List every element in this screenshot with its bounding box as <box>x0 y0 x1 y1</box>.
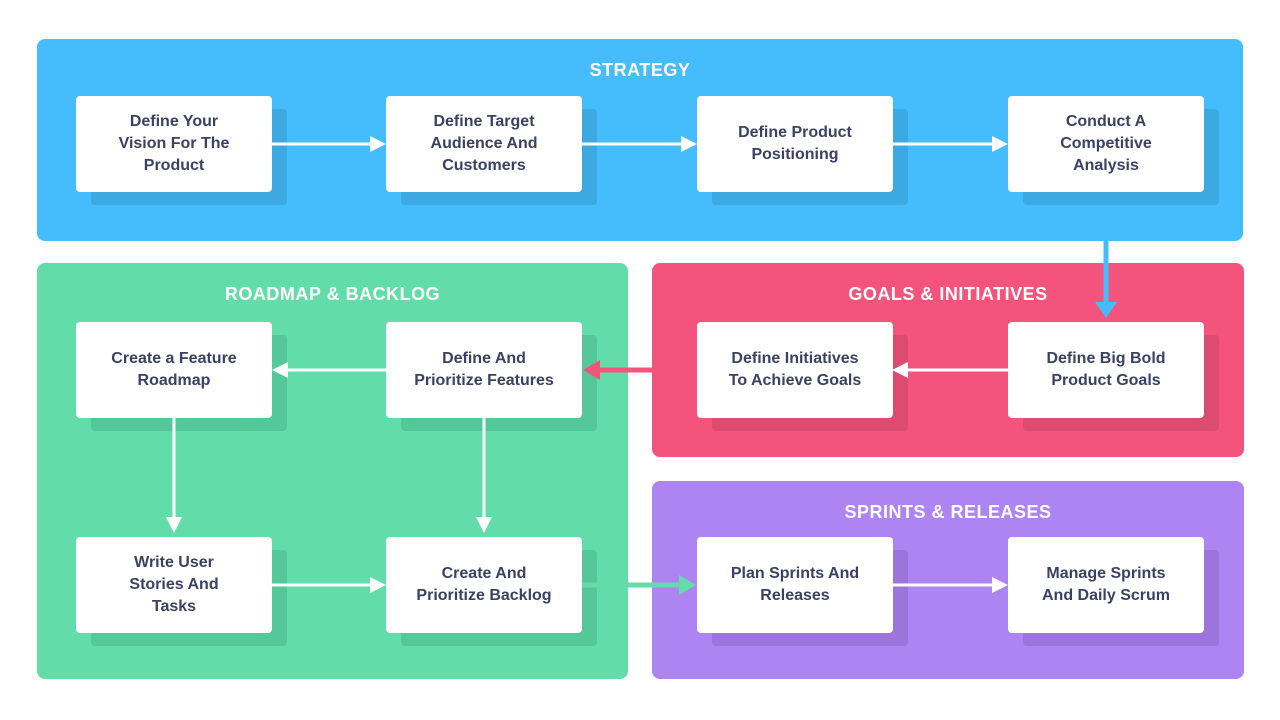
node-big-bold-goals: Define Big Bold Product Goals <box>1008 322 1204 418</box>
node-user-stories: Write User Stories And Tasks <box>76 537 272 633</box>
node-plan-sprints: Plan Sprints And Releases <box>697 537 893 633</box>
node-define-positioning: Define Product Positioning <box>697 96 893 192</box>
node-define-audience-label: Define Target Audience And Customers <box>430 113 538 174</box>
node-define-initiatives: Define Initiatives To Achieve Goals <box>697 322 893 418</box>
node-competitive-analysis: Conduct A Competitive Analysis <box>1008 96 1204 192</box>
node-prioritize-features: Define And Prioritize Features <box>386 322 582 418</box>
node-feature-roadmap-label: Create a Feature Roadmap <box>111 350 237 389</box>
node-prioritize-features-label: Define And Prioritize Features <box>414 350 554 389</box>
node-user-stories-label: Write User Stories And Tasks <box>129 554 219 615</box>
section-goals-initiatives-title: GOALS & INITIATIVES <box>848 284 1048 304</box>
node-define-initiatives-label: Define Initiatives To Achieve Goals <box>728 350 862 389</box>
node-feature-roadmap: Create a Feature Roadmap <box>76 322 272 418</box>
node-prioritize-backlog-label: Create And Prioritize Backlog <box>416 565 552 604</box>
section-roadmap-backlog: ROADMAP & BACKLOG Create a Feature Roadm… <box>37 263 628 679</box>
section-sprints-releases: SPRINTS & RELEASES Plan Sprints And Rele… <box>652 481 1244 679</box>
node-define-vision: Define Your Vision For The Product <box>76 96 272 192</box>
node-big-bold-goals-label: Define Big Bold Product Goals <box>1046 350 1166 389</box>
node-plan-sprints-label: Plan Sprints And Releases <box>730 565 860 604</box>
section-strategy-title: STRATEGY <box>589 60 691 80</box>
node-competitive-analysis-label: Conduct A Competitive Analysis <box>1060 113 1152 174</box>
node-prioritize-backlog: Create And Prioritize Backlog <box>386 537 582 633</box>
node-define-positioning-label: Define Product Positioning <box>738 124 852 163</box>
section-roadmap-backlog-title: ROADMAP & BACKLOG <box>224 284 441 304</box>
node-manage-sprints-label: Manage Sprints And Daily Scrum <box>1041 565 1171 604</box>
node-define-audience: Define Target Audience And Customers <box>386 96 582 192</box>
section-goals-initiatives: GOALS & INITIATIVES Define Initiatives T… <box>652 263 1244 457</box>
node-define-vision-label: Define Your Vision For The Product <box>118 113 230 174</box>
section-strategy: STRATEGY Define Your Vision For The Prod… <box>37 39 1243 241</box>
node-manage-sprints: Manage Sprints And Daily Scrum <box>1008 537 1204 633</box>
section-sprints-releases-title: SPRINTS & RELEASES <box>844 502 1052 522</box>
